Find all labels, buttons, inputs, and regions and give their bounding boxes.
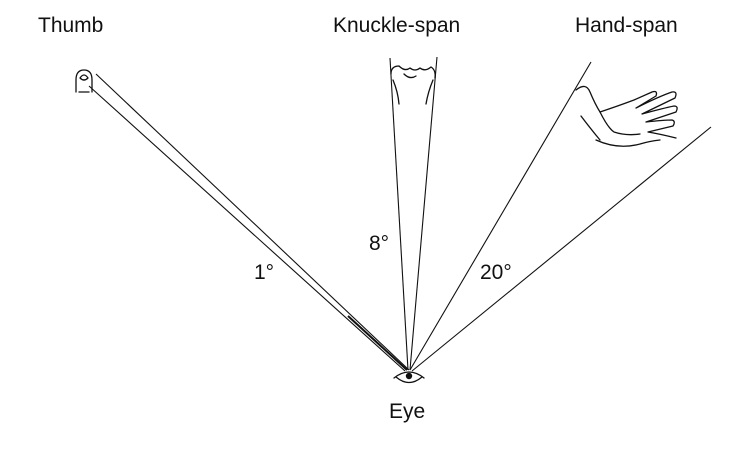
knuckle-ray-left bbox=[389, 57, 409, 371]
eye-label: Eye bbox=[389, 400, 425, 423]
thumb-sight-lines bbox=[88, 73, 410, 372]
knuckle-span-sight-lines bbox=[389, 56, 438, 371]
hand-span-angle-label: 20° bbox=[480, 261, 512, 284]
hand-icon bbox=[575, 85, 678, 147]
thumb-ray-near-eye bbox=[347, 315, 408, 371]
hand-ray-lower bbox=[411, 126, 712, 372]
thumb-ray-lower bbox=[88, 85, 406, 372]
eye-icon bbox=[393, 371, 425, 384]
thumb-icon bbox=[75, 69, 93, 93]
thumb-angle-label: 1° bbox=[254, 261, 274, 284]
knuckles-icon bbox=[390, 65, 436, 105]
knuckle-span-angle-label: 8° bbox=[369, 232, 389, 255]
knuckle-ray-right bbox=[409, 56, 438, 371]
knuckle-span-label: Knuckle-span bbox=[333, 14, 460, 37]
thumb-label: Thumb bbox=[38, 14, 103, 37]
hand-span-label: Hand-span bbox=[575, 14, 678, 37]
hand-span-sight-lines bbox=[409, 61, 712, 372]
thumb-ray-upper bbox=[95, 73, 410, 371]
hand-ray-upper bbox=[409, 61, 592, 371]
